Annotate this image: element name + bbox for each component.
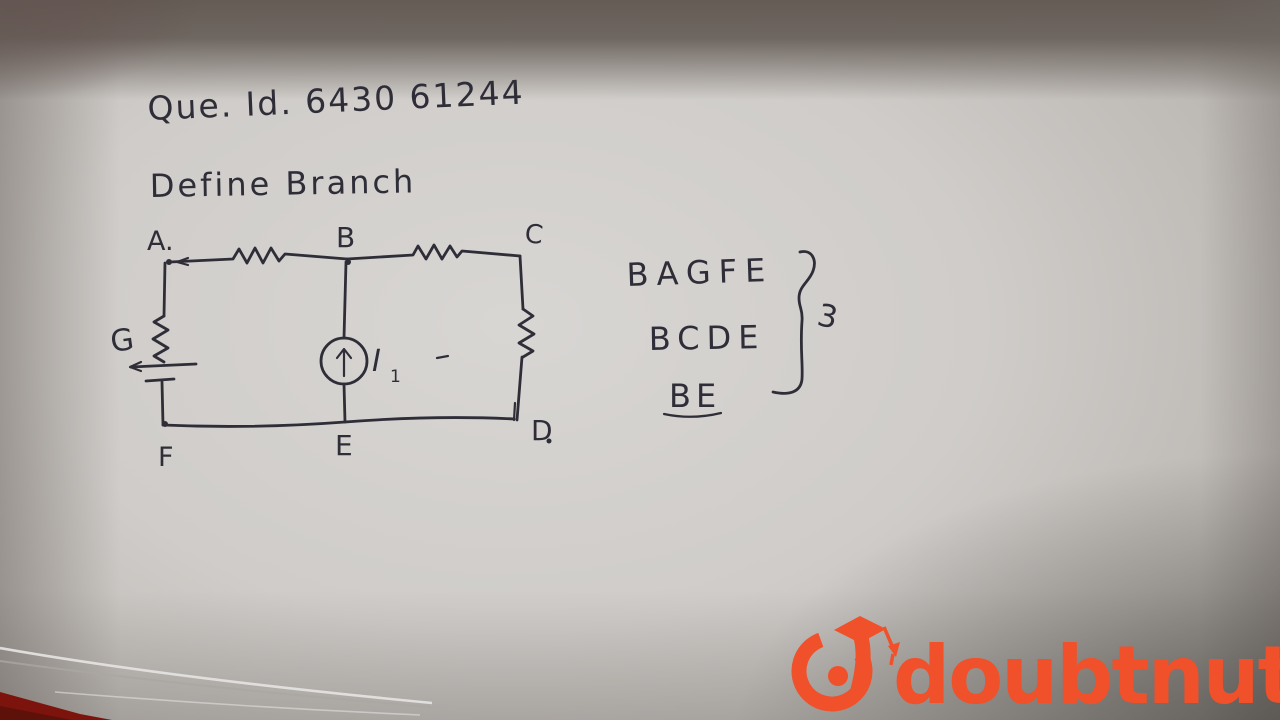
node-label-a: A. <box>147 226 174 257</box>
wire-arrowhead-at-a <box>175 256 190 267</box>
battery-label-g: G <box>108 322 136 360</box>
doubtnut-wordmark: doubtnut <box>893 629 1280 720</box>
branch-bcde: BCDE <box>648 318 765 358</box>
battery-plate-arrowhead <box>128 360 143 373</box>
circuit-diagram: A. B C D E F G I 1 <box>108 219 552 473</box>
wire-right-lower <box>515 355 524 422</box>
node-dot-f <box>162 421 168 427</box>
current-source-arrow <box>335 347 353 378</box>
doubtnut-watermark: doubtnut <box>791 616 1280 720</box>
wire-left-upper <box>162 261 167 318</box>
node-label-e: E <box>335 429 353 462</box>
branch-be: BE <box>669 377 721 415</box>
node-dot-d <box>546 438 552 444</box>
battery-short-plate <box>144 377 176 383</box>
node-label-c: C <box>523 219 544 251</box>
current-source-subscript: 1 <box>390 367 401 387</box>
wire-middle-lower <box>342 382 347 424</box>
wire-resistor-ab <box>168 246 349 265</box>
handwritten-header: Que. Id. 6430 61244 Define Branch <box>147 73 526 205</box>
wire-resistor-bc <box>345 243 522 261</box>
node-d-tick <box>512 401 517 422</box>
stray-pen-mark <box>435 354 450 360</box>
node-dot-b <box>345 259 351 265</box>
wire-bottom <box>161 416 516 428</box>
underline-be <box>662 411 723 418</box>
wire-left-lower <box>160 380 165 427</box>
curly-brace <box>771 250 816 395</box>
page-title: Define Branch <box>149 162 416 205</box>
node-label-b: B <box>336 221 355 254</box>
wire-right-upper <box>518 254 525 311</box>
paper-stack-edges <box>0 646 433 720</box>
question-id-text: Que. Id. 6430 61244 <box>147 73 526 128</box>
cap-tassel <box>882 626 895 666</box>
node-dot-a <box>166 259 172 265</box>
branch-bagfe: BAGFE <box>626 251 774 294</box>
node-label-d: D <box>531 414 553 447</box>
branch-list: BAGFE BCDE BE 3 <box>626 250 841 418</box>
battery-long-plate <box>129 362 198 369</box>
resistor-left <box>151 314 170 364</box>
node-label-f: F <box>158 442 174 473</box>
graduation-cap-icon <box>834 616 886 643</box>
doubtnut-logo-icon <box>791 616 900 712</box>
resistor-right <box>517 307 536 359</box>
current-source-label: I <box>372 344 381 379</box>
branch-count: 3 <box>814 297 841 336</box>
wire-middle-upper <box>342 260 348 340</box>
